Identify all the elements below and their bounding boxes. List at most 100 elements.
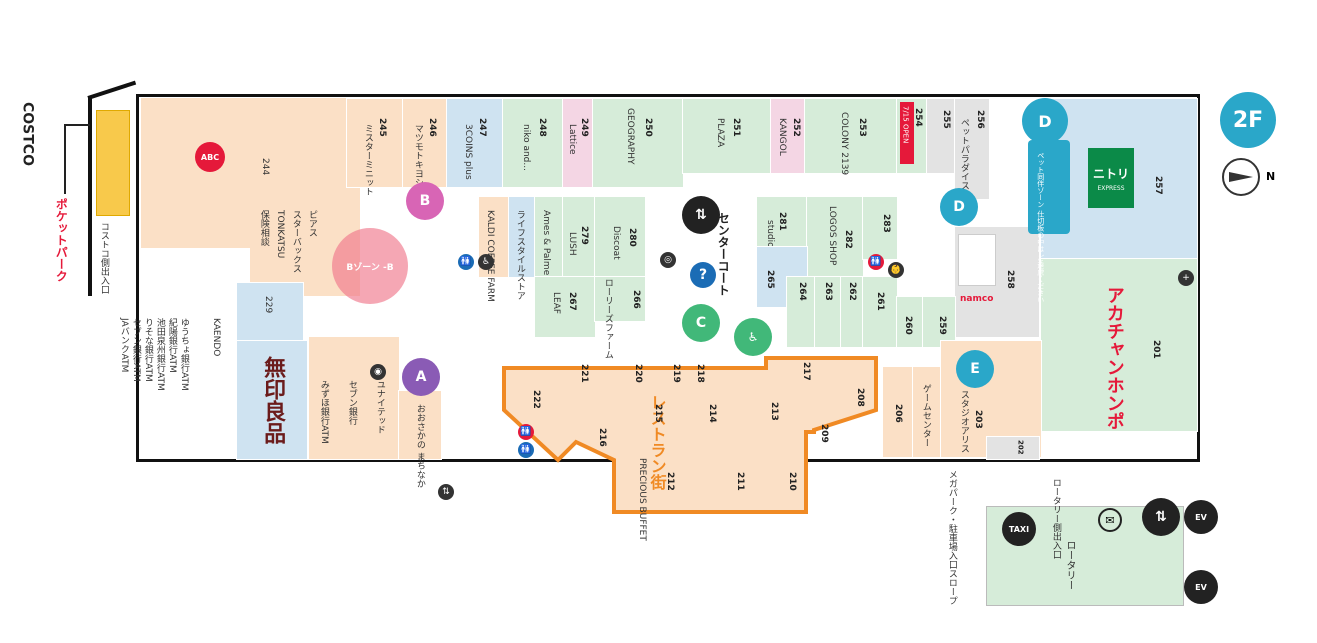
shop-266-num: 266	[630, 290, 641, 309]
elevator-d-pet[interactable]: D	[1022, 98, 1068, 144]
rotary-label: ロータリー	[1064, 540, 1075, 590]
shop-212-label: PRECIOUS BUFFET	[636, 458, 647, 541]
shop-280[interactable]	[594, 196, 646, 278]
shop-221-num: 221	[578, 364, 589, 383]
costco-entrance-label: コストコ側出入口	[98, 222, 109, 294]
shop-225-label: おおさかの まちなか	[414, 404, 425, 488]
shop-282-num: 282	[842, 230, 853, 249]
shop-264[interactable]	[786, 276, 816, 348]
taxi-stand[interactable]: TAXI	[1002, 512, 1036, 546]
shop-250[interactable]	[592, 98, 684, 188]
toilet-icon-3[interactable]: 🚻	[518, 424, 534, 440]
shop-256[interactable]	[954, 98, 990, 200]
shop-260-num: 260	[902, 316, 913, 335]
floor-badge: 2F	[1220, 92, 1276, 148]
atm-239: 紀陽銀行ATM	[166, 318, 177, 373]
stroller-icon[interactable]: ◉	[370, 364, 386, 380]
escalator-d-letter: D	[953, 199, 965, 215]
escalator-d[interactable]: D	[940, 188, 978, 226]
shop-212-num: 212	[664, 472, 675, 491]
shop-261[interactable]	[862, 276, 898, 348]
west-annex-wall-top	[87, 80, 137, 100]
shop-283[interactable]	[862, 196, 898, 260]
shop-282[interactable]	[806, 196, 864, 278]
toilet-icon-4[interactable]: 🚻	[518, 442, 534, 458]
shop-202[interactable]	[986, 436, 1040, 460]
shop-263[interactable]	[814, 276, 842, 348]
shop-252-label: KANGOL	[776, 118, 787, 156]
shop-279[interactable]	[562, 196, 596, 278]
shop-261-num: 261	[874, 292, 885, 311]
shop-252-num: 252	[790, 118, 801, 137]
wheelchair-icon[interactable]: ♿	[478, 254, 494, 270]
shop-226-label: セブン銀行	[346, 380, 357, 425]
shop-211-num: 211	[734, 472, 745, 491]
shop-227-label: みずほ銀行ATM	[318, 380, 329, 444]
shop-224-label: ユナイテッド	[374, 380, 385, 434]
shop-253[interactable]	[804, 98, 898, 174]
shop-251-num: 251	[730, 118, 741, 137]
escalator-b[interactable]: B	[406, 182, 444, 220]
shop-205-label: ゲームセンター	[920, 384, 931, 447]
restaurant-street-area	[502, 356, 878, 514]
shop-281-label: studio CLIP	[764, 220, 775, 270]
shop-277[interactable]	[508, 196, 536, 278]
shop-255-num: 255	[940, 110, 951, 129]
elevator-icon-left[interactable]: ⇅	[438, 484, 454, 500]
toilet-icon-2[interactable]: 🚻	[868, 254, 884, 270]
aed-icon[interactable]: +	[1178, 270, 1194, 286]
namco-text: namco	[960, 294, 994, 304]
shop-247[interactable]	[446, 98, 504, 188]
escalator-a-letter: A	[415, 369, 427, 385]
shop-247-num: 247	[476, 118, 487, 137]
info-button[interactable]: ?	[690, 262, 716, 288]
atm-241: りそな銀行ATM	[142, 318, 153, 382]
toilet-icon[interactable]: 🚻	[458, 254, 474, 270]
shop-282-label: LOGOS SHOP	[826, 206, 837, 266]
shop-259[interactable]	[922, 296, 956, 348]
atm-240: 池田泉州銀行ATM	[154, 318, 165, 391]
shop-256-label: ペットパラダイス	[958, 118, 969, 190]
shop-263-num: 263	[822, 282, 833, 301]
shop-246-num: 246	[426, 118, 437, 137]
shop-232-label: スターバックス	[290, 210, 301, 273]
shop-246[interactable]	[402, 98, 448, 188]
shop-231-label: ピアス	[306, 210, 317, 237]
smoking-icon[interactable]: ◎	[660, 252, 676, 268]
muji-label: 無印良品	[260, 356, 286, 444]
elevator-rotary-1[interactable]: EV	[1184, 500, 1218, 534]
escalator-c-1[interactable]: C	[682, 304, 720, 342]
compass	[1222, 158, 1260, 196]
elevator-rotary-2[interactable]: EV	[1184, 570, 1218, 604]
shop-280-num: 280	[626, 228, 637, 247]
shop-265-num: 265	[764, 270, 775, 289]
shop-279-num: 279	[578, 226, 589, 245]
shop-278[interactable]	[534, 196, 564, 278]
shop-267[interactable]	[534, 276, 596, 338]
escalator-a[interactable]: A	[402, 358, 440, 396]
shop-266-label: ローリーズファーム	[602, 278, 613, 359]
shop-201-akachan[interactable]	[1040, 258, 1198, 432]
elevator-center[interactable]: ⇅	[682, 196, 720, 234]
shop-248[interactable]	[502, 98, 564, 188]
escalator-c-2[interactable]: ♿	[734, 318, 772, 356]
shop-279-label: LUSH	[566, 232, 577, 256]
shop-281-num: 281	[776, 212, 787, 231]
shop-225[interactable]	[398, 390, 442, 460]
baby-icon[interactable]: 👶	[888, 262, 904, 278]
shop-251[interactable]	[682, 98, 772, 174]
b-zone-marker[interactable]: Bゾーン -B	[332, 228, 408, 304]
center-court-label: センターコート	[716, 212, 731, 296]
shop-253-label: COLONY 2139	[838, 112, 849, 176]
escalator-rotary[interactable]: ⇅	[1142, 498, 1180, 536]
shop-203-label: スタジオアリス	[958, 390, 969, 453]
shop-266[interactable]	[594, 276, 646, 322]
shop-247-label: 3COINS plus	[462, 124, 473, 180]
shop-245[interactable]	[346, 98, 404, 188]
escalator-e[interactable]: E	[956, 350, 994, 388]
costco-logo-text: COSTCO	[19, 102, 36, 166]
shop-260[interactable]	[896, 296, 924, 348]
shop-267-num: 267	[566, 292, 577, 311]
compass-needle-icon	[1229, 172, 1253, 182]
shop-228-muji[interactable]: 無印良品	[236, 340, 308, 460]
